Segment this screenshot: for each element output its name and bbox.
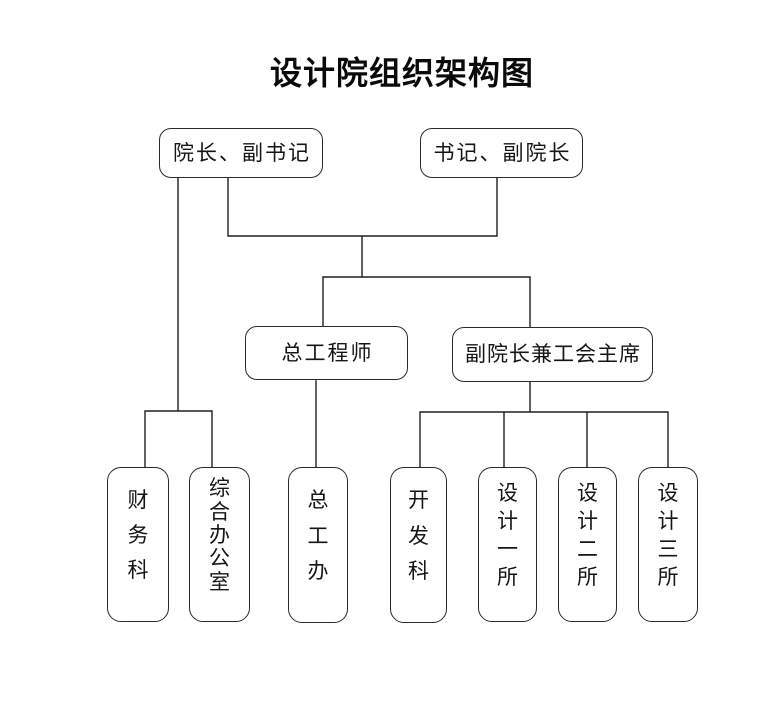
vertical-label-char: 务	[127, 523, 149, 547]
vertical-label-char: 计	[497, 509, 518, 533]
vertical-label-char: 科	[408, 558, 429, 583]
node-secretary-vice-president: 书记、副院长	[420, 128, 583, 178]
node-general-office: 综合办公室	[189, 467, 250, 622]
vertical-label-char: 办	[209, 522, 230, 547]
vertical-label-char: 计	[577, 509, 598, 533]
vertical-label-char: 计	[657, 509, 679, 533]
vertical-label-char: 发	[408, 523, 429, 548]
vertical-label-char: 设	[497, 481, 518, 505]
vertical-label-char: 办	[307, 558, 329, 583]
node-design-institute-2: 设计二所	[558, 467, 617, 622]
vertical-label-char: 财	[127, 488, 149, 512]
page-title: 设计院组织架构图	[269, 54, 534, 92]
vertical-label-char: 开	[408, 488, 429, 513]
node-chief-engineer: 总工程师	[245, 326, 408, 380]
vertical-label-char: 科	[127, 558, 149, 582]
node-finance-section: 财务科	[107, 467, 169, 622]
node-design-institute-3: 设计三所	[638, 467, 698, 622]
vertical-label-char: 工	[307, 523, 329, 548]
vertical-label-char: 设	[577, 481, 598, 505]
node-design-institute-1: 设计一所	[478, 467, 537, 622]
vertical-label-char: 所	[657, 565, 679, 589]
vertical-label-char: 二	[577, 537, 598, 561]
vertical-label-char: 所	[577, 565, 598, 589]
vertical-label-char: 室	[209, 569, 230, 594]
vertical-label-char: 三	[657, 537, 679, 561]
vertical-label-char: 设	[657, 481, 679, 505]
vertical-label-char: 合	[209, 499, 230, 524]
vertical-label-char: 所	[497, 565, 518, 589]
vertical-label-char: 总	[307, 488, 329, 513]
vertical-label-char: 综	[209, 476, 230, 501]
connector-path	[144, 177, 669, 468]
node-development-section: 开发科	[390, 467, 447, 623]
node-chief-engineer-office: 总工办	[288, 467, 348, 623]
vertical-label-char: 一	[497, 537, 518, 561]
vertical-label-char: 公	[209, 546, 230, 571]
node-president-deputy-secretary: 院长、副书记	[159, 128, 323, 178]
node-vice-president-union-chairman: 副院长兼工会主席	[452, 327, 653, 382]
